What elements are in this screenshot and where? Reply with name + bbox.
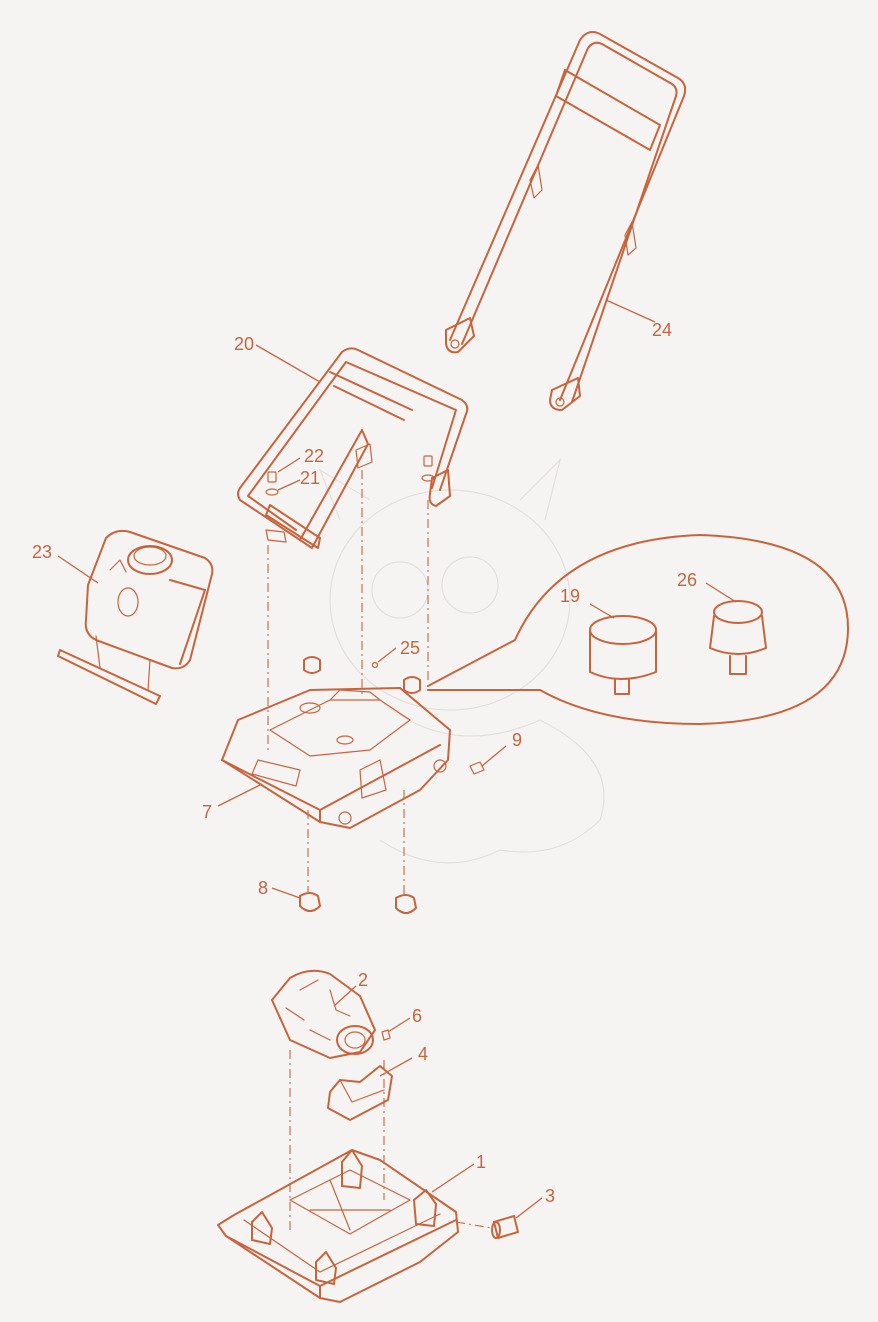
part-2-exciter: [271, 969, 376, 1059]
callout-7: 7: [202, 802, 212, 822]
part-6-bolt: [381, 1029, 391, 1041]
callout-24: 24: [652, 320, 672, 340]
callout-19: 19: [560, 586, 580, 606]
part-24-upper-handle: [445, 31, 687, 411]
part-3-bushing: [491, 1215, 519, 1239]
callout-9: 9: [512, 730, 522, 750]
part-4-belt-guard-bracket: [327, 1065, 393, 1121]
callout-25: 25: [400, 638, 420, 658]
part-1-bottom-plate: [217, 1149, 459, 1303]
part-26-damper-conical: [709, 600, 767, 675]
part-8-rubber-foot: [299, 892, 417, 914]
part-19-damper-cylinder: [589, 615, 657, 695]
part-25-pin: [371, 661, 379, 669]
part-21-washer: [265, 474, 435, 496]
callout-8: 8: [258, 878, 268, 898]
part-9-bolt: [469, 761, 485, 775]
callout-23: 23: [32, 542, 52, 562]
callout-3: 3: [545, 1186, 555, 1206]
leader-lines: [57, 299, 737, 1219]
assembly-centerlines: [267, 470, 493, 1230]
part-20-lower-handle-frame: [237, 347, 469, 549]
callout-21: 21: [300, 468, 320, 488]
detail-callout-bubble: [427, 534, 849, 725]
callout-20: 20: [234, 334, 254, 354]
callout-1: 1: [476, 1152, 486, 1172]
part-7-engine-base-plate: [221, 656, 451, 829]
part-22-bolt: [267, 455, 433, 483]
callout-26: 26: [677, 570, 697, 590]
callout-22: 22: [304, 446, 324, 466]
callout-2: 2: [358, 970, 368, 990]
part-23-fuel-tank: [57, 529, 214, 705]
callout-6: 6: [412, 1006, 422, 1026]
callout-4: 4: [418, 1044, 428, 1064]
watermark-mascot: [318, 458, 605, 864]
